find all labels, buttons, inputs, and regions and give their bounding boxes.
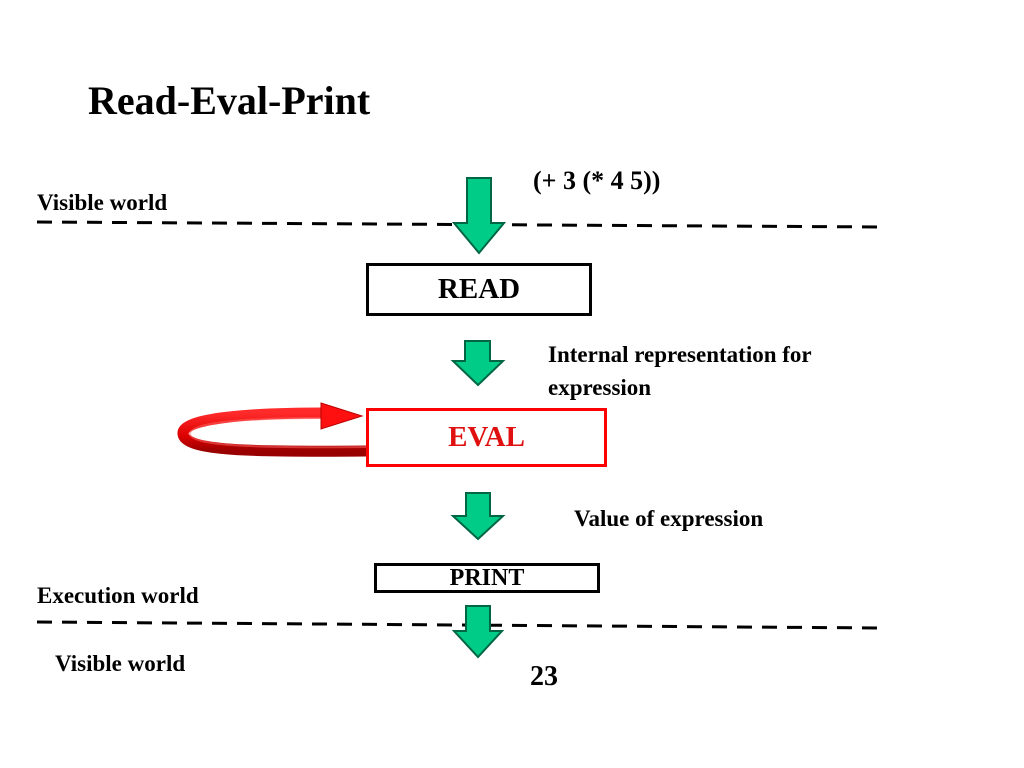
internal-representation-label: Internal representation for expression bbox=[548, 342, 812, 400]
down-arrow-icon bbox=[451, 605, 505, 659]
read-label: READ bbox=[437, 273, 521, 305]
visible-execution-boundary-top bbox=[36, 220, 885, 229]
down-arrow-icon bbox=[450, 492, 506, 541]
curved-loop-arrow-icon bbox=[177, 407, 367, 457]
page-title: Read-Eval-Print bbox=[88, 78, 371, 123]
visible-execution-boundary-bottom bbox=[36, 620, 885, 630]
execution-world-label: Execution world bbox=[37, 583, 199, 608]
read-box: READ bbox=[366, 263, 592, 316]
result-value: 23 bbox=[530, 661, 558, 692]
value-of-expression-label: Value of expression bbox=[574, 506, 764, 531]
down-arrow-icon bbox=[450, 340, 506, 387]
eval-box: EVAL bbox=[366, 408, 607, 467]
print-label: PRINT bbox=[449, 565, 525, 591]
curved-loop-arrow-inner-icon bbox=[189, 417, 367, 449]
visible-world-label-bottom: Visible world bbox=[55, 651, 186, 676]
down-arrow-icon bbox=[451, 177, 507, 255]
print-box: PRINT bbox=[374, 563, 600, 593]
input-expression: (+ 3 (* 4 5)) bbox=[533, 166, 661, 195]
visible-world-label-top: Visible world bbox=[37, 190, 168, 215]
loop-arrowhead-icon bbox=[320, 402, 364, 430]
eval-label: EVAL bbox=[448, 421, 525, 453]
